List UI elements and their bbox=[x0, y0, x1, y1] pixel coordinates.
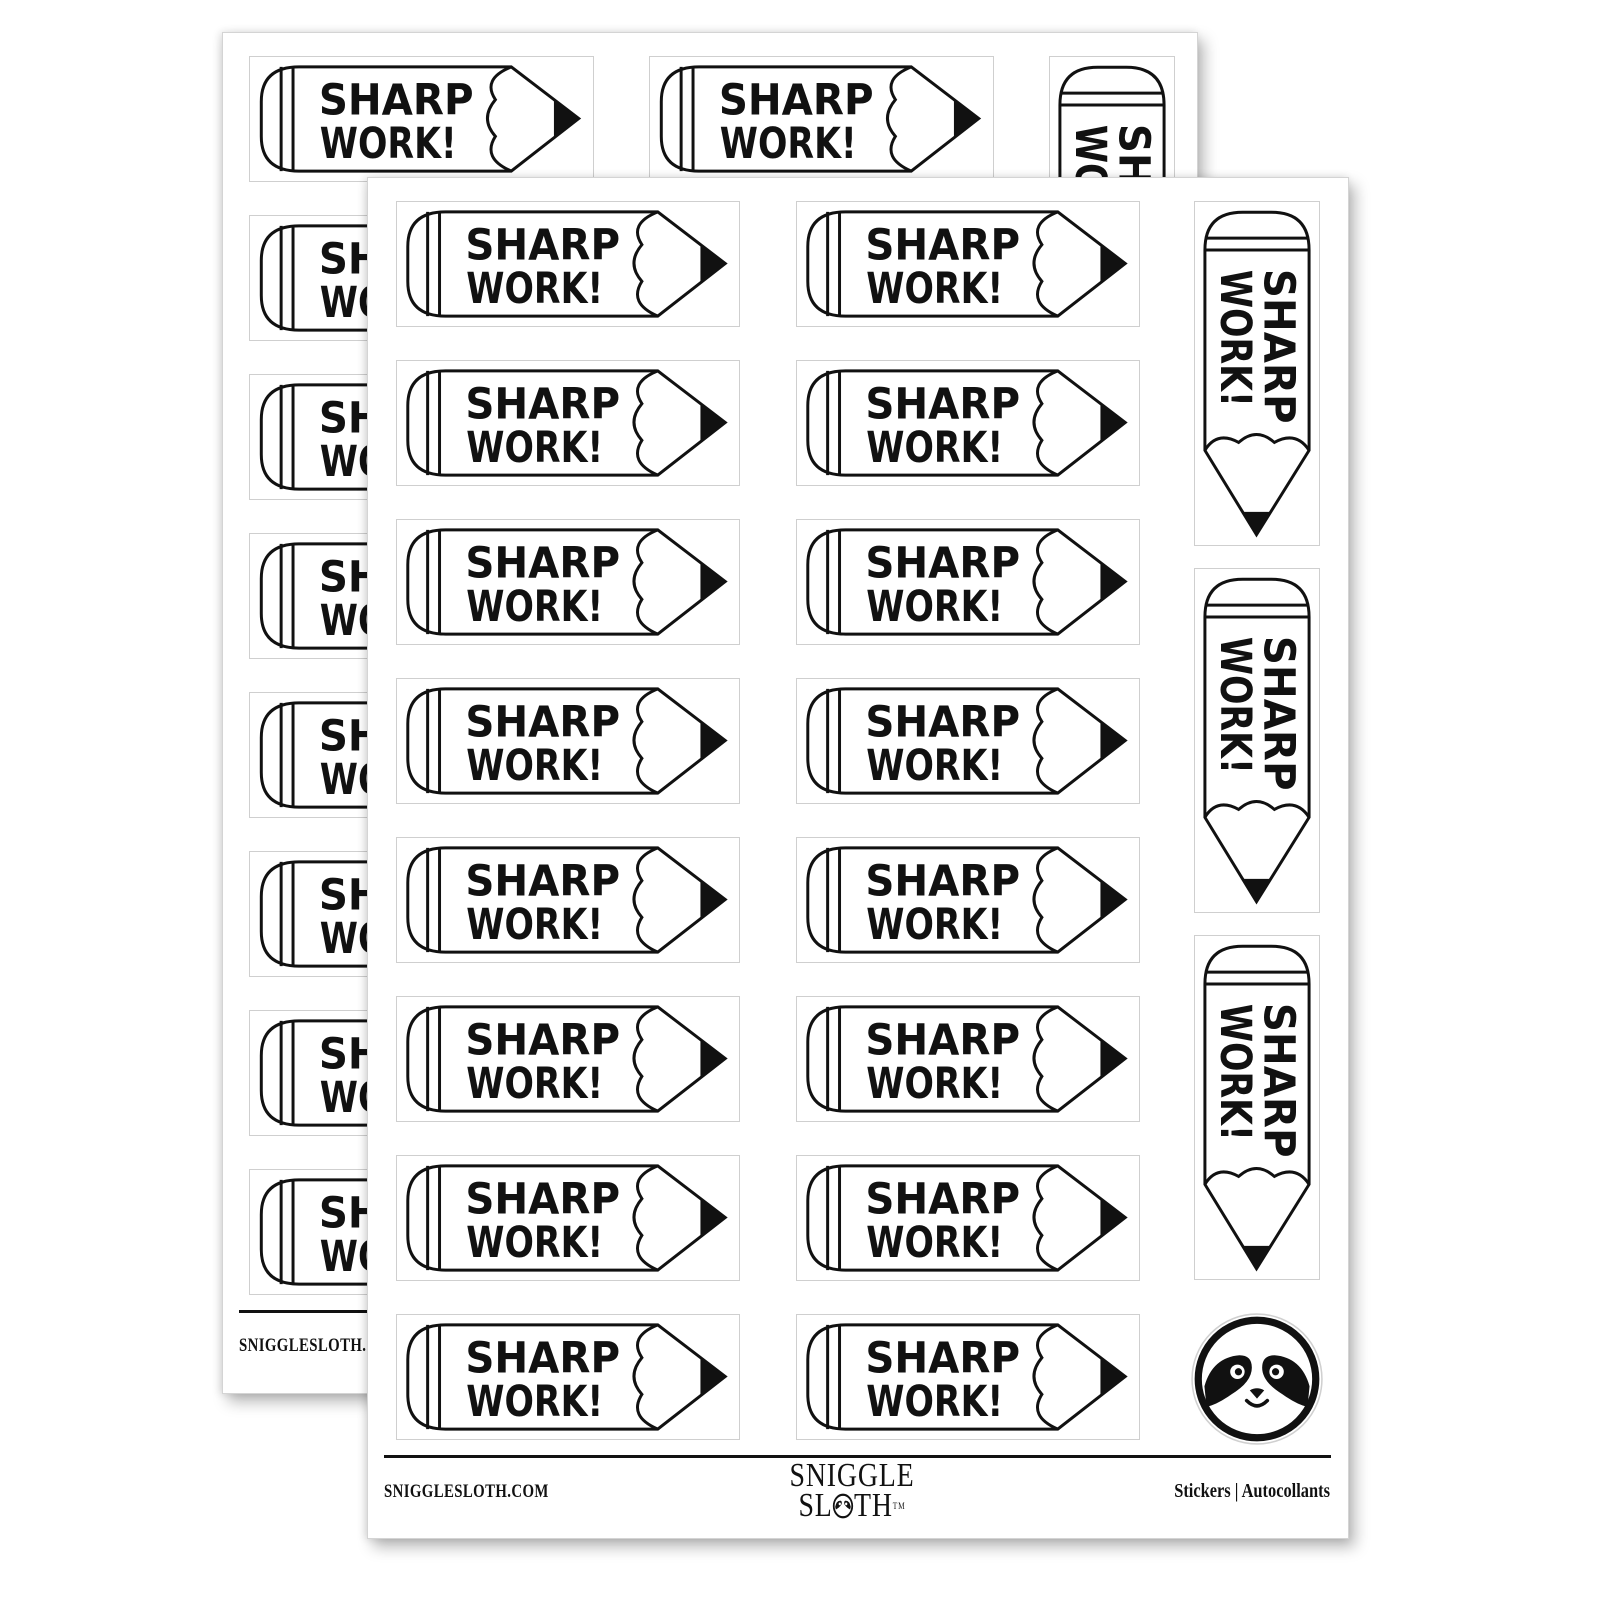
pencil-icon bbox=[397, 1156, 739, 1280]
sticker-pencil-horizontal bbox=[396, 996, 740, 1122]
website-label: SNIGGLESLOTH.COM bbox=[384, 1481, 549, 1502]
pencil-icon bbox=[797, 202, 1139, 326]
pencil-icon bbox=[397, 520, 739, 644]
pencil-icon bbox=[797, 1315, 1139, 1439]
pencil-icon bbox=[1195, 569, 1319, 912]
sticker-pencil-horizontal bbox=[796, 678, 1140, 804]
trademark-symbol: TM bbox=[892, 1501, 906, 1511]
pencil-icon bbox=[797, 679, 1139, 803]
pencil-icon bbox=[397, 679, 739, 803]
pencil-icon bbox=[1195, 202, 1319, 545]
pencil-icon bbox=[250, 57, 593, 181]
website-label: SNIGGLESLOTH.COM bbox=[239, 1335, 404, 1356]
pencil-icon bbox=[397, 361, 739, 485]
pencil-icon bbox=[397, 1315, 739, 1439]
footer-divider bbox=[384, 1455, 1331, 1458]
pencil-icon bbox=[797, 997, 1139, 1121]
sticker-pencil-horizontal bbox=[796, 1314, 1140, 1440]
sticker-pencil-horizontal bbox=[796, 996, 1140, 1122]
sloth-logo-icon bbox=[833, 1493, 854, 1519]
pencil-icon bbox=[397, 997, 739, 1121]
pencil-icon bbox=[397, 838, 739, 962]
pencil-icon bbox=[797, 838, 1139, 962]
sticker-pencil-horizontal bbox=[396, 201, 740, 327]
sticker-pencil-vertical bbox=[1194, 568, 1320, 913]
sticker-pencil-horizontal bbox=[396, 1314, 740, 1440]
pencil-icon bbox=[1195, 936, 1319, 1279]
sticker-pencil-vertical bbox=[1194, 935, 1320, 1280]
brand-logo-line2: SL THTM bbox=[786, 1489, 917, 1523]
front-sticker-sheet: SNIGGLESLOTH.COM SNIGGLE SL THTM Stickers… bbox=[367, 177, 1349, 1539]
sticker-pencil-horizontal bbox=[796, 1155, 1140, 1281]
sticker-pencil-horizontal bbox=[396, 678, 740, 804]
brand-logo: SNIGGLE SL THTM bbox=[772, 1457, 932, 1523]
sticker-pencil-horizontal bbox=[796, 360, 1140, 486]
sticker-pencil-vertical bbox=[1194, 201, 1320, 546]
sticker-pencil-horizontal bbox=[396, 519, 740, 645]
sticker-pencil-horizontal bbox=[796, 837, 1140, 963]
category-label: Stickers | Autocollants bbox=[1174, 1480, 1330, 1502]
pencil-icon bbox=[397, 202, 739, 326]
sticker-pencil-horizontal bbox=[396, 360, 740, 486]
sticker-pencil-horizontal bbox=[396, 1155, 740, 1281]
brand-logo-line2-end: TH bbox=[853, 1487, 893, 1524]
sticker-pencil-horizontal bbox=[649, 56, 994, 182]
pencil-icon bbox=[650, 57, 993, 181]
sticker-pencil-horizontal bbox=[796, 201, 1140, 327]
brand-logo-line1: SNIGGLE bbox=[789, 1457, 915, 1494]
pencil-icon bbox=[797, 361, 1139, 485]
sticker-pencil-horizontal bbox=[796, 519, 1140, 645]
pencil-icon bbox=[797, 1156, 1139, 1280]
sticker-pencil-horizontal bbox=[396, 837, 740, 963]
sloth-face-icon bbox=[1190, 1312, 1324, 1446]
brand-logo-line2-start: SL bbox=[798, 1487, 833, 1524]
pencil-icon bbox=[797, 520, 1139, 644]
sticker-pencil-horizontal bbox=[249, 56, 594, 182]
